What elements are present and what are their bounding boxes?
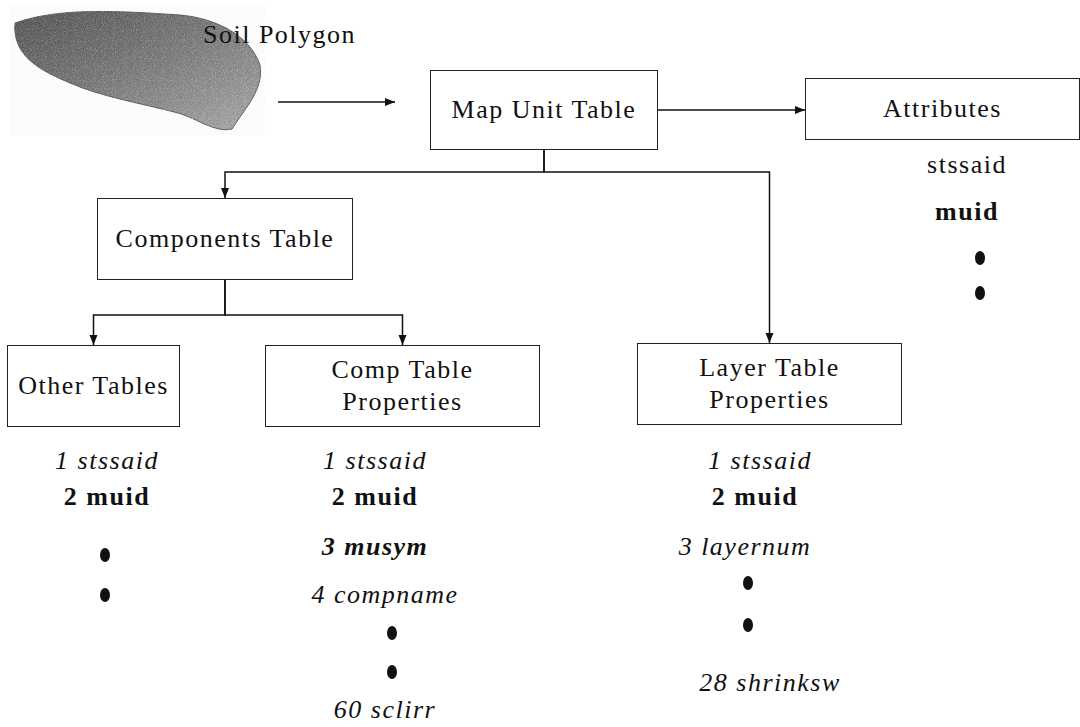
node-title: Attributes [875,93,1010,126]
arrow-connector [658,109,805,111]
node-title: Layer Table Properties [638,352,901,417]
table-box: Other Tables [7,345,180,427]
field-label: stssaid [927,150,1007,180]
ellipsis-dots [100,251,985,679]
arrow-connector [225,150,544,198]
field-label: 60 sclirr [334,695,436,725]
arrow-connector [225,280,403,345]
node-title: Comp Table Properties [266,354,539,419]
node-title: Map Unit Table [444,94,645,127]
table-box: Attributes [805,78,1080,140]
arrow-connector [94,280,226,345]
field-label: 3 layernum [679,532,812,562]
field-label: 28 shrinksw [699,668,840,698]
table-box: Components Table [97,198,353,280]
arrow-connector [544,150,770,343]
field-label: 1 stssaid [323,446,427,476]
field-label: 4 compname [311,580,458,610]
field-label: 3 musym [322,532,429,562]
node-title: Components Table [108,223,343,256]
node-title: Soil Polygon [203,19,356,52]
node-title: Other Tables [10,370,177,403]
field-label: 1 stssaid [708,446,812,476]
table-box: Layer Table Properties [637,343,902,425]
soil-polygon: Soil Polygon [10,5,265,135]
field-label: 2 muid [712,482,798,512]
table-box: Map Unit Table [430,70,658,150]
field-label: 2 muid [64,482,150,512]
field-label: muid [935,197,999,227]
table-box: Comp Table Properties [265,345,540,427]
arrow-connector [278,101,395,103]
field-label: 2 muid [332,482,418,512]
field-label: 1 stssaid [55,446,159,476]
